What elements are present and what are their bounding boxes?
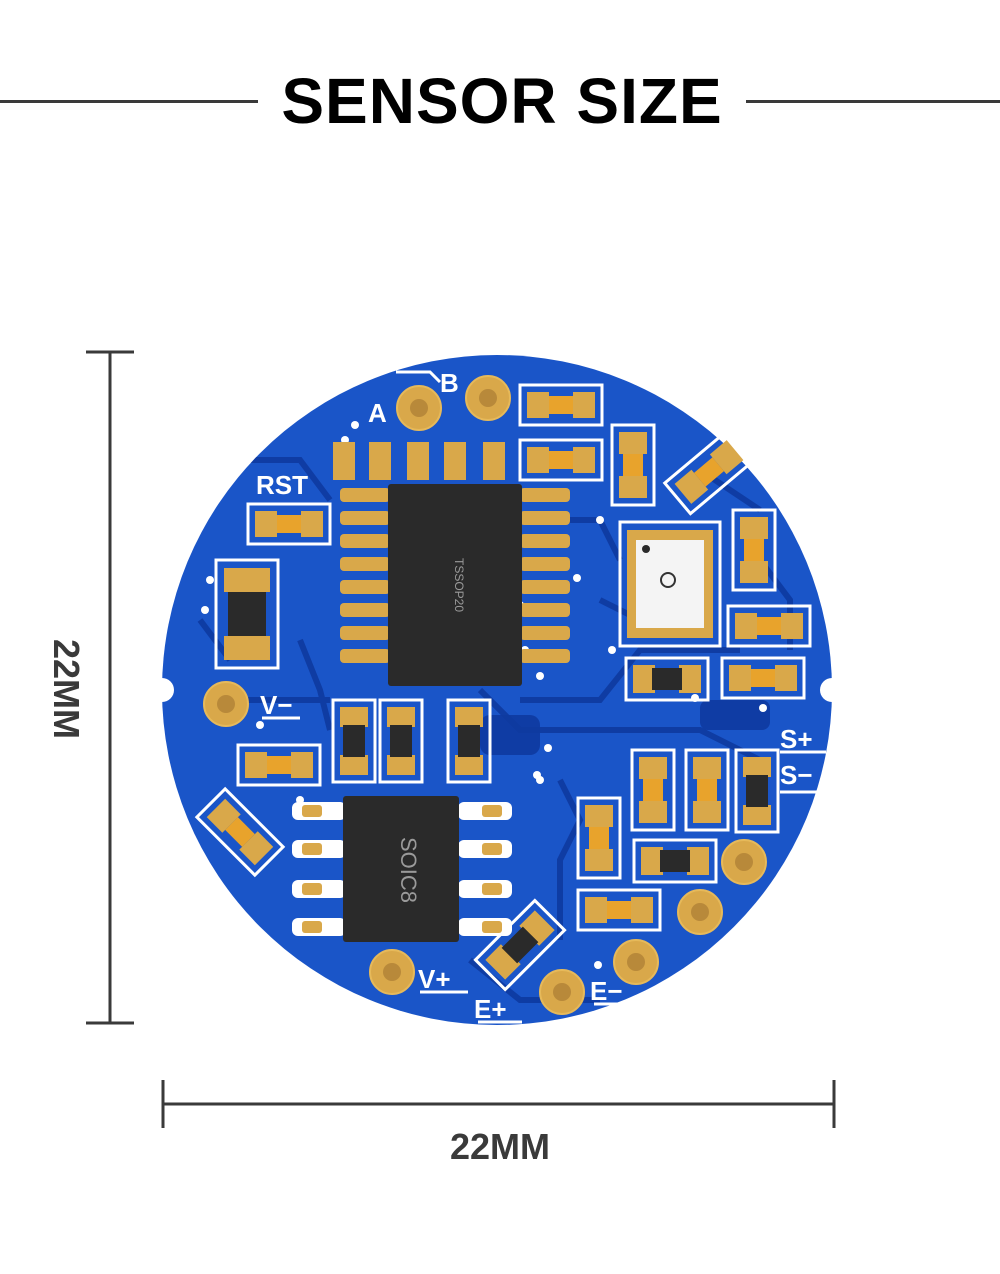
- horizontal-dimension: [161, 1080, 836, 1128]
- silkscreen-labels: A B RST V− S+ S− V+ E+ E−: [256, 368, 813, 1024]
- chip-main-label: TSSOP20: [452, 558, 466, 612]
- vertical-dimension: [86, 350, 134, 1025]
- label-v-plus: V+: [418, 964, 451, 994]
- title-row: SENSOR SIZE: [0, 62, 1000, 142]
- chip-main: TSSOP20: [340, 484, 570, 686]
- title-rule-left: [0, 100, 258, 103]
- label-a: A: [368, 398, 387, 428]
- label-e-plus: E+: [474, 994, 507, 1024]
- chip-secondary: SOIC8: [292, 796, 512, 942]
- page-title: SENSOR SIZE: [281, 65, 723, 137]
- title-rule-right: [746, 100, 1000, 103]
- label-s-plus: S+: [780, 724, 813, 754]
- chip-secondary-label: SOIC8: [396, 837, 421, 903]
- smd-components: [194, 383, 812, 992]
- label-e-minus: E−: [590, 976, 623, 1006]
- through-hole-pads: [203, 375, 767, 1015]
- height-dimension-label: 22MM: [46, 639, 87, 740]
- label-v-minus: V−: [260, 690, 293, 720]
- label-rst: RST: [256, 470, 308, 500]
- width-dimension-label: 22MM: [449, 1126, 551, 1167]
- label-b: B: [440, 368, 459, 398]
- silkscreen-lines: [262, 370, 826, 1024]
- label-s-minus: S−: [780, 760, 813, 790]
